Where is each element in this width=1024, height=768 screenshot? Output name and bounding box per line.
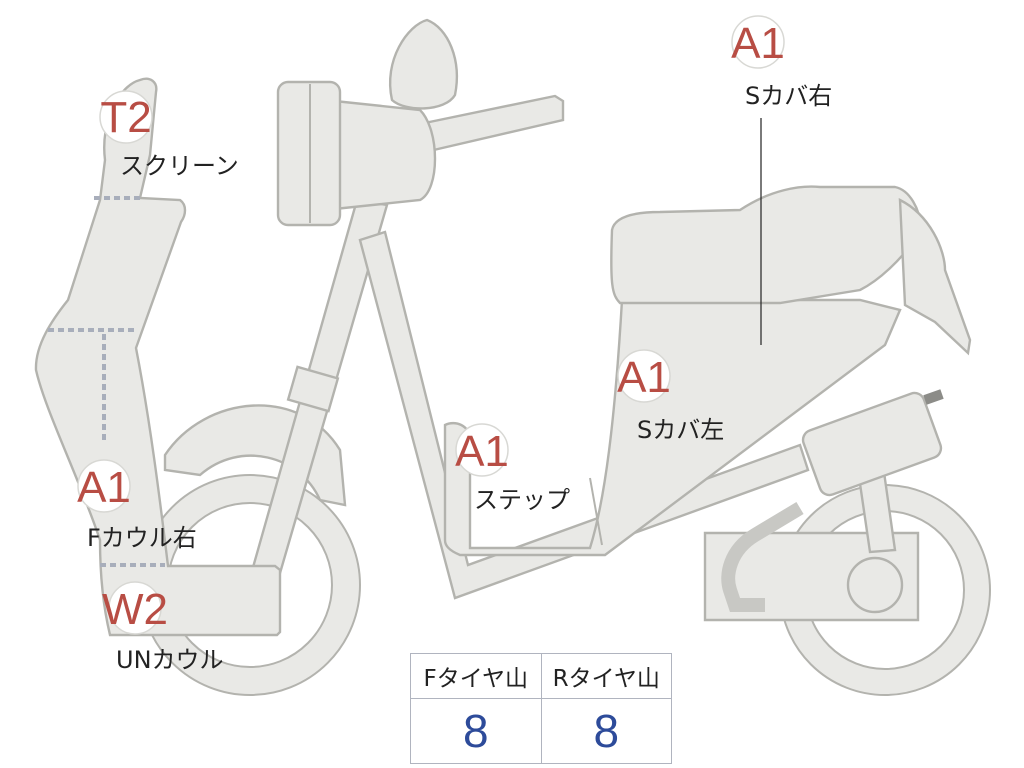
fork-collar bbox=[286, 365, 340, 413]
tail-cowl bbox=[898, 198, 972, 356]
part-name-uncowl: UNカウル bbox=[116, 646, 224, 674]
part-name-screen: スクリーン bbox=[120, 152, 239, 180]
damage-label-scover-left: A1 Sカバ左 bbox=[617, 349, 724, 444]
damage-label-scover-right: A1 Sカバ右 bbox=[731, 15, 832, 110]
rear-silencer bbox=[801, 391, 943, 497]
rear-hub bbox=[846, 556, 904, 614]
frame-tube bbox=[358, 230, 810, 600]
damage-label-fcowl-right: A1 Fカウル右 bbox=[77, 459, 197, 552]
rear-tire-header: Rタイヤ山 bbox=[540, 653, 672, 699]
damage-code-step: A1 bbox=[455, 427, 509, 476]
damage-code-scover-left: A1 bbox=[617, 353, 671, 402]
seat bbox=[610, 185, 922, 305]
damage-code-fcowl-right: A1 bbox=[77, 463, 131, 512]
part-name-fcowl-right: Fカウル右 bbox=[87, 524, 197, 552]
exhaust-pipe bbox=[721, 501, 804, 612]
damage-label-uncowl: W2 UNカウル bbox=[102, 581, 224, 674]
tire-tread-table: Fタイヤ山 Rタイヤ山 8 8 bbox=[410, 653, 672, 764]
damage-label-step: A1 ステップ bbox=[455, 423, 570, 514]
headlight-housing bbox=[323, 98, 437, 212]
mirror bbox=[389, 18, 458, 110]
damage-code-scover-right: A1 bbox=[731, 19, 785, 68]
part-name-scover-left: Sカバ左 bbox=[637, 416, 724, 444]
damage-label-screen: T2 スクリーン bbox=[99, 90, 239, 180]
damage-code-screen: T2 bbox=[100, 93, 151, 142]
front-tire-header: Fタイヤ山 bbox=[410, 653, 542, 699]
part-name-scover-right: Sカバ右 bbox=[745, 82, 832, 110]
front-tire-value: 8 bbox=[410, 698, 542, 764]
part-name-step: ステップ bbox=[474, 486, 570, 514]
damage-code-uncowl: W2 bbox=[102, 585, 168, 634]
rear-tire-value: 8 bbox=[540, 698, 672, 764]
